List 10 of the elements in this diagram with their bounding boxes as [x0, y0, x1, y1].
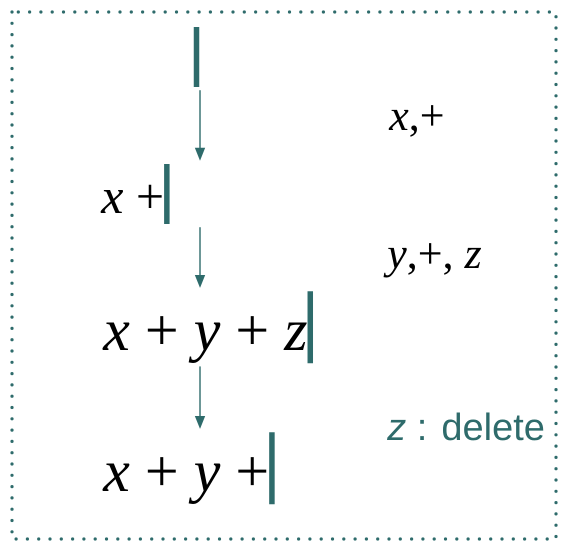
- node-label: x + y +: [102, 457, 266, 504]
- step-label: y,+, z: [384, 243, 482, 278]
- expression-with-cursor: x + y +: [102, 432, 275, 504]
- node-label: x + y + z: [102, 316, 307, 363]
- step-label: x,+: [388, 105, 442, 137]
- text-cursor: [194, 27, 200, 87]
- step-label: z : delete: [386, 412, 544, 440]
- expression-with-cursor: x + y + z: [102, 291, 314, 364]
- node-label: x +: [100, 184, 162, 214]
- expression-with-cursor: x +: [100, 164, 170, 224]
